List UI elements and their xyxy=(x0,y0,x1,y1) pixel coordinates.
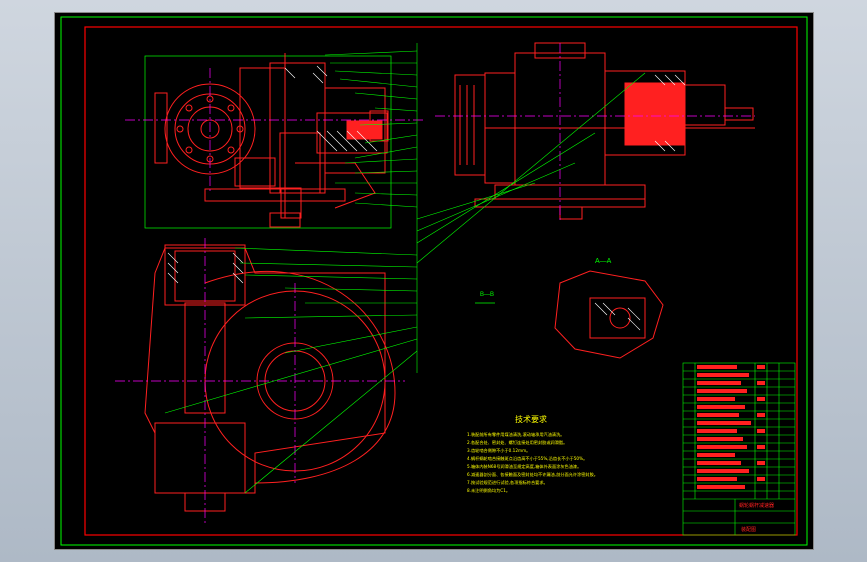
section-label: A—A xyxy=(595,258,612,265)
notes-title: 技术要求 xyxy=(515,414,547,424)
note-line: 6.减速器剖分面、各接触面及密封处均不许漏油,剖分面允许涂密封胶。 xyxy=(467,471,598,478)
parts-list-rows xyxy=(697,365,765,489)
top-left-view xyxy=(144,53,392,229)
section-label-small: B—B xyxy=(480,292,494,298)
note-line: 2.各配合处、密封处、螺钉连接处用密封胶或润滑脂。 xyxy=(467,439,567,446)
drawing-frame xyxy=(84,26,798,536)
section-view-hatch xyxy=(594,302,641,331)
note-line: 5.箱体内装N68号润滑油至规定高度,箱体外表面涂灰色油漆。 xyxy=(467,463,581,470)
leader-lines xyxy=(164,43,646,494)
cad-viewport[interactable]: A—A B—B xyxy=(54,12,814,550)
note-line: 1.装配前所有零件用煤油清洗,滚动轴承用汽油清洗。 xyxy=(467,431,564,438)
note-line: 7.按试验规范进行试验,各项指标符合要求。 xyxy=(467,479,548,486)
note-line: 3.齿轮啮合侧隙不小于0.12mm。 xyxy=(467,447,530,454)
top-left-hatch xyxy=(284,65,378,152)
bottom-left-hatch xyxy=(167,252,244,284)
top-right-hatch xyxy=(654,74,686,152)
top-right-centerlines xyxy=(435,43,755,223)
sheet-border xyxy=(60,16,808,546)
top-left-centerlines xyxy=(125,68,425,191)
title-block-company: 装配图 xyxy=(741,526,756,533)
top-right-view xyxy=(454,42,755,220)
note-line: 4.蜗杆蜗轮啮合接触斑点沿齿高不小于55%,沿齿长不小于50%。 xyxy=(467,455,587,462)
note-line: 8.未注明倒角均为C1。 xyxy=(467,487,510,494)
title-block-drawing-name: 蜗轮蜗杆减速器 xyxy=(739,502,774,509)
section-view-aa xyxy=(554,270,664,359)
parts-list xyxy=(682,362,796,536)
technical-notes: 技术要求 1.装配前所有零件用煤油清洗,滚动轴承用汽油清洗。 2.各配合处、密封… xyxy=(467,414,598,494)
bottom-left-centerlines xyxy=(115,238,405,523)
bottom-left-view xyxy=(144,244,396,512)
assembly-drawing: A—A B—B xyxy=(60,16,808,546)
